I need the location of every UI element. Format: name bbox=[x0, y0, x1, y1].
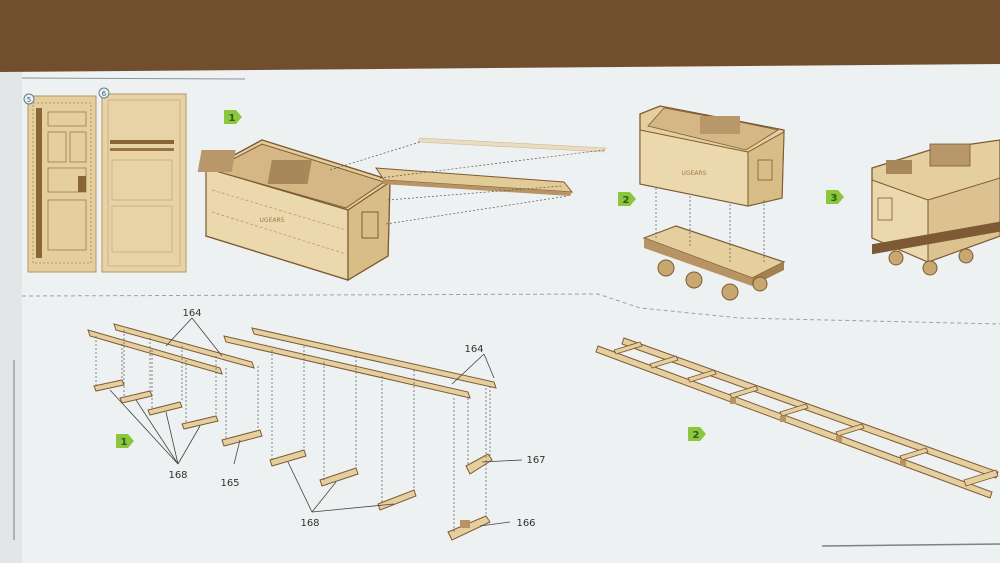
step-badge-top-2: 2 bbox=[618, 192, 636, 206]
rail-164-b bbox=[113, 323, 255, 369]
label-168-mid: 168 bbox=[300, 518, 319, 529]
part-167 bbox=[465, 453, 493, 475]
step-badge-bottom-2: 2 bbox=[688, 427, 706, 441]
top-rule bbox=[21, 77, 246, 80]
assembly-guides-step-2 bbox=[655, 188, 765, 262]
rail-164-d bbox=[251, 327, 497, 389]
label-166: 166 bbox=[516, 518, 535, 529]
leader-lines bbox=[109, 317, 523, 527]
assembly-guides-step-1 bbox=[329, 141, 605, 225]
assembled-tender bbox=[871, 139, 1000, 276]
label-164-right: 164 bbox=[464, 344, 483, 355]
rail-164-a bbox=[87, 329, 223, 375]
tender-engraving-2: UGEARS bbox=[682, 170, 707, 177]
rungs-168-left bbox=[93, 379, 219, 430]
roof-panel bbox=[375, 137, 607, 196]
rung-165 bbox=[221, 429, 263, 447]
label-168-left: 168 bbox=[168, 470, 187, 481]
tender-body-step-1: UGEARS bbox=[197, 139, 391, 282]
sheet-b: 6 bbox=[98, 87, 187, 273]
step-number: 2 bbox=[623, 195, 630, 206]
sheet-a: 5 bbox=[23, 93, 97, 273]
assembled-ladder bbox=[595, 337, 999, 499]
page-shadow-left bbox=[0, 72, 22, 563]
tender-chassis bbox=[642, 225, 786, 301]
tender-engraving-1: UGEARS bbox=[260, 217, 285, 224]
label-165: 165 bbox=[220, 478, 239, 489]
part-166 bbox=[447, 515, 491, 541]
bottom-rule bbox=[821, 543, 1000, 547]
sheet-b-badge: 6 bbox=[102, 90, 107, 98]
section-divider bbox=[21, 293, 1000, 325]
step-number: 1 bbox=[229, 113, 236, 124]
rungs-168-mid bbox=[269, 449, 417, 511]
step-badge-top-1: 1 bbox=[224, 110, 242, 124]
step-number: 1 bbox=[121, 437, 128, 448]
assembly-guides-bottom-1 bbox=[95, 330, 491, 532]
label-167: 167 bbox=[526, 455, 545, 466]
step-badge-bottom-1: 1 bbox=[116, 434, 134, 448]
rail-164-c bbox=[223, 335, 471, 399]
tender-body-step-2: UGEARS bbox=[639, 105, 785, 207]
label-164-left: 164 bbox=[182, 308, 201, 319]
step-number: 3 bbox=[831, 193, 838, 204]
sheet-a-badge: 5 bbox=[27, 96, 31, 104]
step-number: 2 bbox=[693, 430, 700, 441]
step-badge-top-3: 3 bbox=[826, 190, 844, 204]
